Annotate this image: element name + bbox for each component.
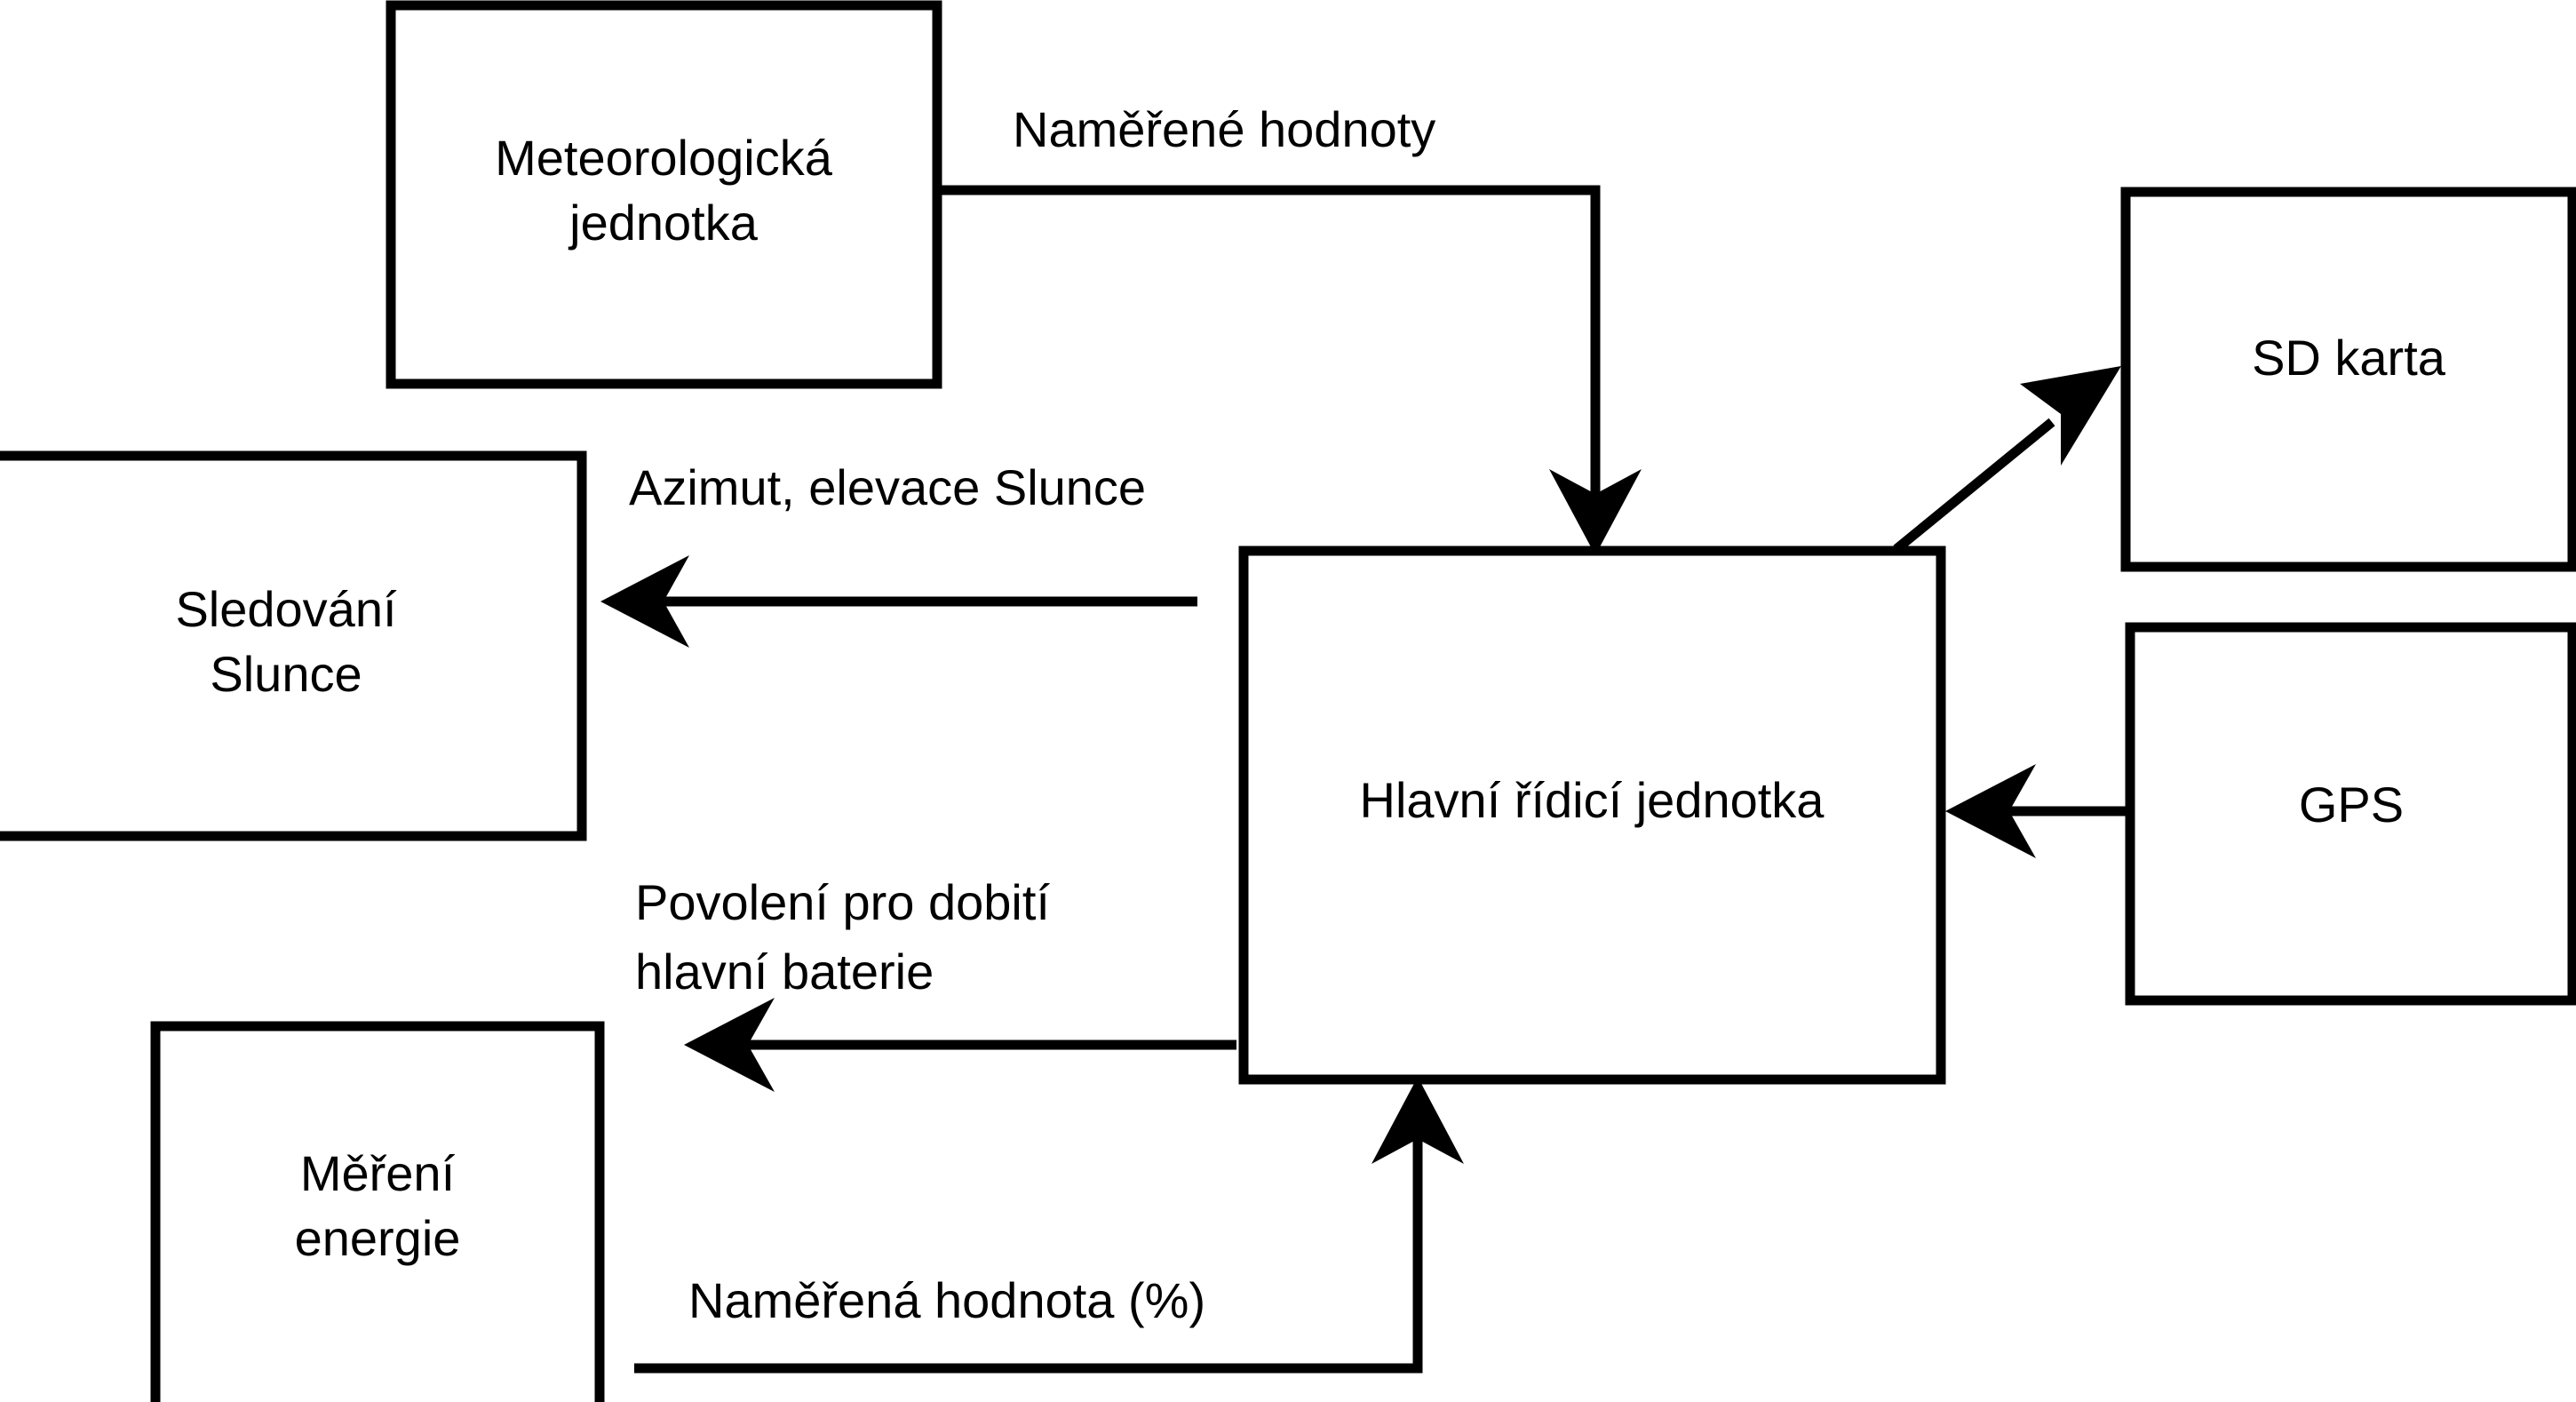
node-sledovani-slunce-label-line1: Sledování <box>175 581 397 637</box>
edge-label-povoleni-pro-dobiti-line2: hlavní baterie <box>635 944 934 1000</box>
edge-label-namerena-hodnota-procent: Naměřená hodnota (%) <box>688 1272 1205 1328</box>
node-mereni-energie-label-line1: Měření <box>300 1145 456 1201</box>
node-meteorologicka-jednotka-label-line2: jednotka <box>568 195 759 251</box>
edge-mereni-to-main-arrowhead <box>1371 1077 1464 1164</box>
edge-label-povoleni-pro-dobiti-line1: Povolení pro dobití <box>635 874 1050 930</box>
node-mereni-energie-label-line2: energie <box>295 1210 461 1266</box>
edge-gps-to-main <box>1945 764 2126 858</box>
edge-main-to-sledovani <box>600 555 1197 648</box>
edge-main-to-sledovani-arrowhead <box>600 555 689 648</box>
node-sd-karta-box[interactable] <box>2120 187 2576 572</box>
node-hlavni-ridici-jednotka-box[interactable] <box>1238 546 1946 1085</box>
node-meteorologicka-jednotka-box[interactable] <box>386 0 942 389</box>
node-mereni-energie[interactable]: Měření energie <box>150 1021 605 1402</box>
edge-main-to-mereni <box>684 998 1236 1092</box>
edge-label-azimut-elevace-slunce: Azimut, elevace Slunce <box>629 459 1146 515</box>
edge-label-namerene-hodnoty: Naměřené hodnoty <box>1013 101 1435 157</box>
node-gps[interactable]: GPS <box>2125 622 2576 1006</box>
node-sledovani-slunce[interactable]: Sledování Slunce <box>0 450 587 841</box>
node-sd-karta[interactable]: SD karta <box>2120 187 2576 572</box>
node-meteorologicka-jednotka-label-line1: Meteorologická <box>495 130 833 186</box>
node-mereni-energie-box[interactable] <box>150 1021 605 1402</box>
edge-main-to-sd-arrowhead <box>2020 366 2121 466</box>
edge-main-to-sd-line <box>1893 418 2055 554</box>
edge-main-to-sd <box>1893 366 2121 554</box>
edge-meteo-to-main-line <box>937 185 1601 524</box>
node-meteorologicka-jednotka[interactable]: Meteorologická jednotka <box>386 0 942 389</box>
node-sledovani-slunce-label-line2: Slunce <box>210 646 362 702</box>
edge-meteo-to-main-arrowhead <box>1549 469 1642 555</box>
edge-meteo-to-main <box>937 185 1642 555</box>
node-gps-label: GPS <box>2299 777 2404 832</box>
node-sd-karta-label: SD karta <box>2252 330 2446 386</box>
node-hlavni-ridici-jednotka[interactable]: Hlavní řídicí jednotka <box>1238 546 1946 1085</box>
node-sledovani-slunce-box[interactable] <box>0 450 587 841</box>
edge-mereni-to-main-line <box>634 1137 1423 1374</box>
edge-mereni-to-main <box>634 1077 1464 1374</box>
node-hlavni-ridici-jednotka-label: Hlavní řídicí jednotka <box>1360 772 1825 828</box>
edge-gps-to-main-arrowhead <box>1945 764 2036 858</box>
edge-main-to-mereni-arrowhead <box>684 998 775 1092</box>
node-gps-box[interactable] <box>2125 622 2576 1006</box>
